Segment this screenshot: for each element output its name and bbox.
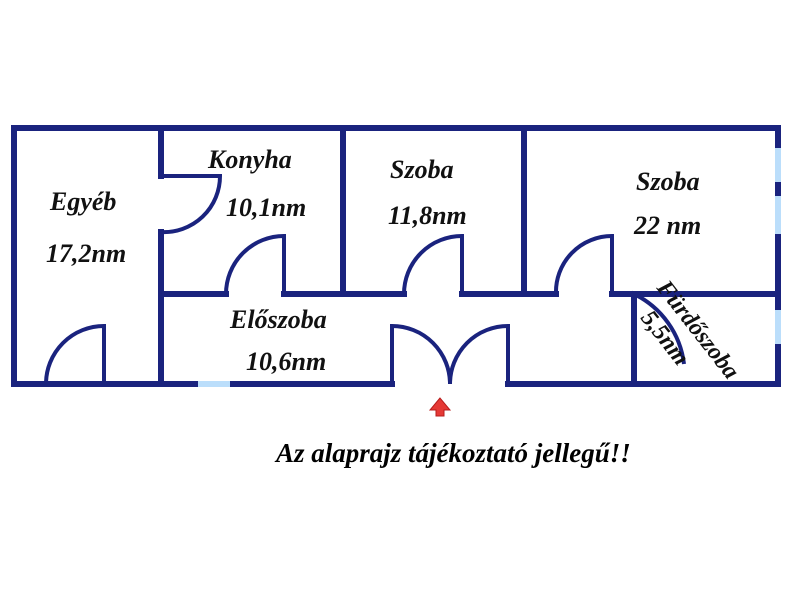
room-egyeb-area: 17,2nm [46, 239, 126, 268]
room-szoba-1-area: 11,8nm [388, 201, 467, 230]
room-konyha-name: Konyha [207, 145, 292, 174]
door-konyha [224, 233, 286, 295]
room-szoba-1-name: Szoba [390, 155, 454, 184]
room-egyeb-name: Egyéb [49, 187, 116, 216]
door-szoba-1 [402, 233, 464, 295]
door-furdoszoba [632, 290, 686, 384]
door-szoba-2 [553, 233, 614, 295]
door-main-entrance-right [448, 323, 510, 385]
disclaimer-note: Az alaprajz tájékoztató jellegű!! [274, 438, 631, 468]
up-arrow-icon [428, 397, 452, 417]
room-eloszoba-area: 10,6nm [246, 347, 326, 376]
room-szoba-2-name: Szoba [636, 167, 700, 196]
door-main-entrance-left [390, 323, 452, 385]
door-egyeb-entrance [44, 323, 106, 385]
doors [44, 174, 686, 385]
room-szoba-2-area: 22 nm [633, 211, 701, 240]
room-eloszoba-name: Előszoba [229, 305, 327, 334]
room-konyha-area: 10,1nm [226, 193, 306, 222]
windows [198, 148, 781, 387]
door-egyeb-konyha [160, 174, 223, 235]
